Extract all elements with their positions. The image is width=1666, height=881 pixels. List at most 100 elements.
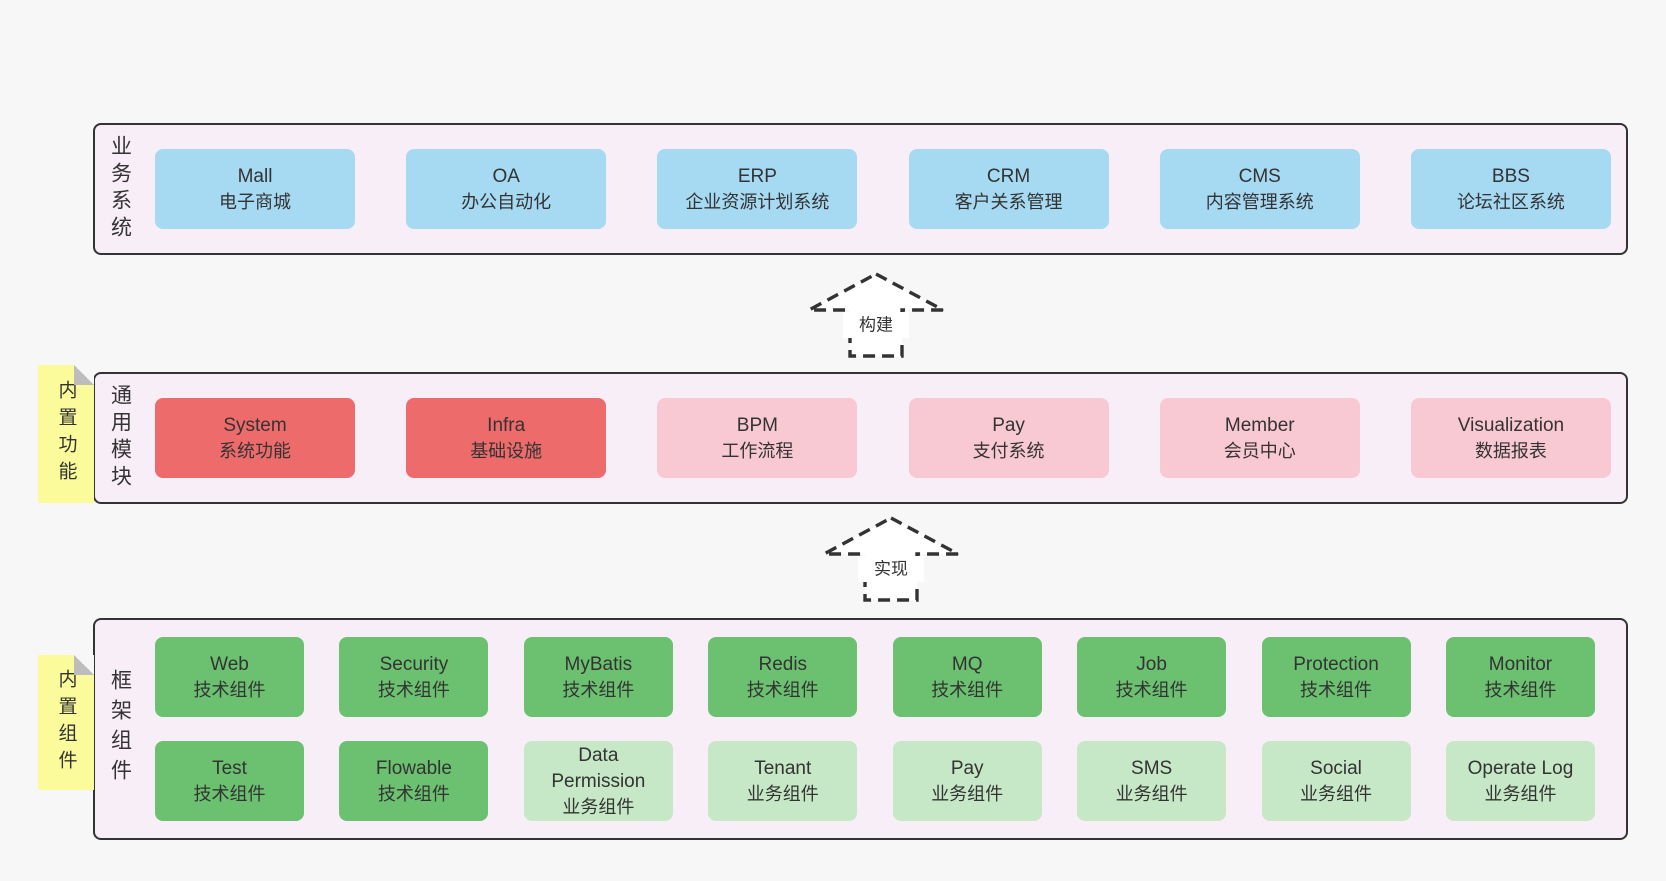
panel-business-systems: 业务系统 Mall 电子商城 OA 办公自动化 ERP 企业资源计划系统 CRM… — [93, 123, 1628, 255]
box-mall: Mall 电子商城 — [155, 149, 355, 229]
box-job: Job 技术组件 — [1077, 637, 1227, 717]
arrow-implement-icon: 实现 — [823, 516, 959, 602]
box-title: Visualization — [1457, 414, 1565, 436]
layer-label-business-systems: 业务系统 — [95, 125, 145, 253]
box-title: Data Permission — [551, 744, 646, 792]
layer-label-text: 业务系统 — [108, 135, 132, 243]
note-text: 内置组件 — [55, 668, 77, 777]
box-title: Mall — [237, 165, 273, 187]
box-title: OA — [492, 165, 520, 187]
box-title: Web — [210, 653, 249, 675]
box-title: Social — [1310, 757, 1362, 779]
box-title: Flowable — [375, 757, 452, 779]
arrow-label: 实现 — [874, 560, 908, 579]
box-title: Operate Log — [1467, 757, 1574, 779]
box-test: Test 技术组件 — [155, 741, 304, 821]
box-cms: CMS 内容管理系统 — [1159, 149, 1360, 229]
panel-common-modules: 通用模块 System 系统功能 Infra 基础设施 BPM 工作流程 Pay… — [93, 372, 1628, 504]
box-title: SMS — [1131, 757, 1173, 779]
box-monitor: Monitor 技术组件 — [1445, 637, 1595, 717]
box-subtitle: 系统功能 — [219, 440, 291, 461]
box-visualization: Visualization 数据报表 — [1410, 398, 1611, 478]
box-subtitle: 业务组件 — [746, 783, 819, 804]
box-subtitle: 会员中心 — [1223, 440, 1296, 461]
panel-framework-components: 框架组件 Web 技术组件 Security 技术组件 MyBatis 技术组件… — [93, 618, 1628, 840]
box-security: Security 技术组件 — [339, 637, 489, 717]
box-subtitle: 支付系统 — [972, 440, 1045, 461]
layer-label-text: 框架组件 — [108, 669, 132, 789]
note-built-in-components: 内置组件 — [38, 655, 94, 790]
box-social: Social 业务组件 — [1261, 741, 1411, 821]
box-flowable: Flowable 技术组件 — [339, 741, 489, 821]
box-title: Member — [1224, 414, 1295, 436]
box-subtitle: 基础设施 — [470, 440, 543, 461]
box-data-permission: Data Permission 业务组件 — [523, 741, 673, 821]
box-mq: MQ 技术组件 — [892, 637, 1042, 717]
box-subtitle: 企业资源计划系统 — [685, 191, 830, 212]
box-subtitle: 技术组件 — [746, 679, 819, 700]
box-title: Protection — [1293, 653, 1379, 675]
box-sms: SMS 业务组件 — [1077, 741, 1227, 821]
box-infra: Infra 基础设施 — [406, 398, 607, 478]
module-boxes: System 系统功能 Infra 基础设施 BPM 工作流程 Pay 支付系统… — [145, 374, 1626, 502]
box-member: Member 会员中心 — [1159, 398, 1360, 478]
box-title: Job — [1136, 653, 1167, 675]
box-oa: OA 办公自动化 — [406, 149, 607, 229]
component-rows: Web 技术组件 Security 技术组件 MyBatis 技术组件 Redi… — [145, 620, 1626, 838]
arrow-build-icon: 构建 — [808, 272, 944, 358]
box-subtitle: 技术组件 — [1484, 679, 1557, 700]
business-boxes: Mall 电子商城 OA 办公自动化 ERP 企业资源计划系统 CRM 客户关系… — [145, 125, 1626, 253]
box-operate-log: Operate Log 业务组件 — [1445, 741, 1595, 821]
box-subtitle: 数据报表 — [1474, 440, 1547, 461]
box-subtitle: 技术组件 — [1300, 679, 1373, 700]
box-subtitle: 内容管理系统 — [1205, 191, 1314, 212]
box-subtitle: 技术组件 — [562, 679, 635, 700]
box-title: Monitor — [1488, 653, 1553, 675]
box-pay-module: Pay 支付系统 — [908, 398, 1109, 478]
box-title: Test — [212, 757, 247, 779]
box-subtitle: 技术组件 — [377, 679, 450, 700]
box-title: MyBatis — [564, 653, 633, 675]
box-title: Tenant — [754, 757, 812, 779]
component-row-2: Test 技术组件 Flowable 技术组件 Data Permission … — [155, 741, 1595, 821]
box-title: Redis — [758, 653, 808, 675]
box-title: Pay — [992, 414, 1025, 436]
layer-label-framework-components: 框架组件 — [95, 620, 145, 838]
box-subtitle: 客户关系管理 — [954, 191, 1063, 212]
box-subtitle: 业务组件 — [931, 783, 1004, 804]
box-title: ERP — [737, 165, 777, 187]
box-subtitle: 业务组件 — [1115, 783, 1188, 804]
layer-label-common-modules: 通用模块 — [95, 374, 145, 502]
box-title: Pay — [950, 757, 984, 779]
box-title: CMS — [1238, 165, 1281, 187]
box-subtitle: 业务组件 — [562, 796, 635, 817]
box-subtitle: 业务组件 — [1484, 783, 1557, 804]
box-protection: Protection 技术组件 — [1261, 637, 1411, 717]
box-title: MQ — [951, 653, 983, 675]
box-subtitle: 论坛社区系统 — [1456, 191, 1565, 212]
box-tenant: Tenant 业务组件 — [708, 741, 858, 821]
box-subtitle: 工作流程 — [721, 440, 794, 461]
box-subtitle: 电子商城 — [219, 191, 291, 212]
box-redis: Redis 技术组件 — [708, 637, 858, 717]
note-built-in-functions: 内置功能 — [38, 365, 94, 503]
box-bpm: BPM 工作流程 — [657, 398, 858, 478]
component-row-1: Web 技术组件 Security 技术组件 MyBatis 技术组件 Redi… — [155, 637, 1595, 717]
layer-label-text: 通用模块 — [108, 384, 132, 492]
box-crm: CRM 客户关系管理 — [908, 149, 1109, 229]
box-pay-component: Pay 业务组件 — [892, 741, 1042, 821]
box-title: System — [223, 414, 287, 436]
box-title: Infra — [487, 414, 526, 436]
note-text: 内置功能 — [55, 380, 77, 488]
box-subtitle: 业务组件 — [1300, 783, 1373, 804]
box-title: BBS — [1491, 165, 1530, 187]
box-subtitle: 技术组件 — [1115, 679, 1188, 700]
box-title: Security — [379, 653, 449, 675]
box-web: Web 技术组件 — [155, 637, 304, 717]
box-mybatis: MyBatis 技术组件 — [523, 637, 673, 717]
box-subtitle: 技术组件 — [193, 783, 266, 804]
box-subtitle: 技术组件 — [931, 679, 1004, 700]
box-bbs: BBS 论坛社区系统 — [1410, 149, 1611, 229]
box-subtitle: 技术组件 — [377, 783, 450, 804]
